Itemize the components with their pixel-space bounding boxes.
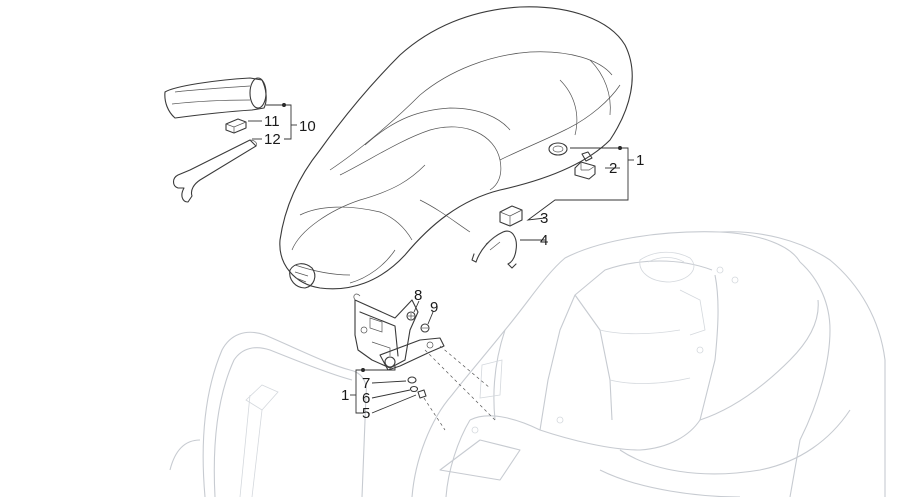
callout-6: 6: [362, 390, 370, 407]
scooter-body-ghost: [169, 231, 886, 497]
bolt-part-5: [417, 389, 427, 399]
assembly-dash-lines: [423, 345, 496, 431]
clip-small-part: [225, 118, 247, 134]
callout-10: 10: [299, 118, 316, 135]
callout-labels: 1 2 3 4 10 11 12 8 9 7 1 6 5: [264, 113, 644, 422]
callout-12: 12: [264, 131, 281, 148]
callout-3: 3: [540, 210, 548, 227]
seat-assembly: [279, 6, 633, 290]
callout-2: 2: [609, 160, 617, 177]
rubber-buffer-part: [574, 151, 596, 180]
seat-hook-part: [471, 230, 517, 269]
screw-part-8: [406, 311, 416, 321]
seat-hinge-part: [353, 293, 445, 371]
screw-part-9: [420, 323, 430, 333]
callout-5: 5: [362, 405, 370, 422]
washer-part-7: [407, 376, 417, 384]
callout-leaders: [248, 103, 634, 414]
washer-part-6: [409, 385, 419, 393]
callout-1-top: 1: [636, 152, 644, 169]
callout-11: 11: [264, 113, 280, 130]
spanner-tool-part: [172, 139, 258, 203]
clip-part: [499, 205, 523, 227]
callout-8: 8: [414, 287, 422, 304]
callout-9: 9: [430, 299, 438, 316]
callout-1-bottom: 1: [341, 387, 349, 404]
callout-4: 4: [540, 232, 548, 249]
toolkit-bag-part: [164, 77, 267, 119]
callout-7: 7: [362, 375, 370, 392]
